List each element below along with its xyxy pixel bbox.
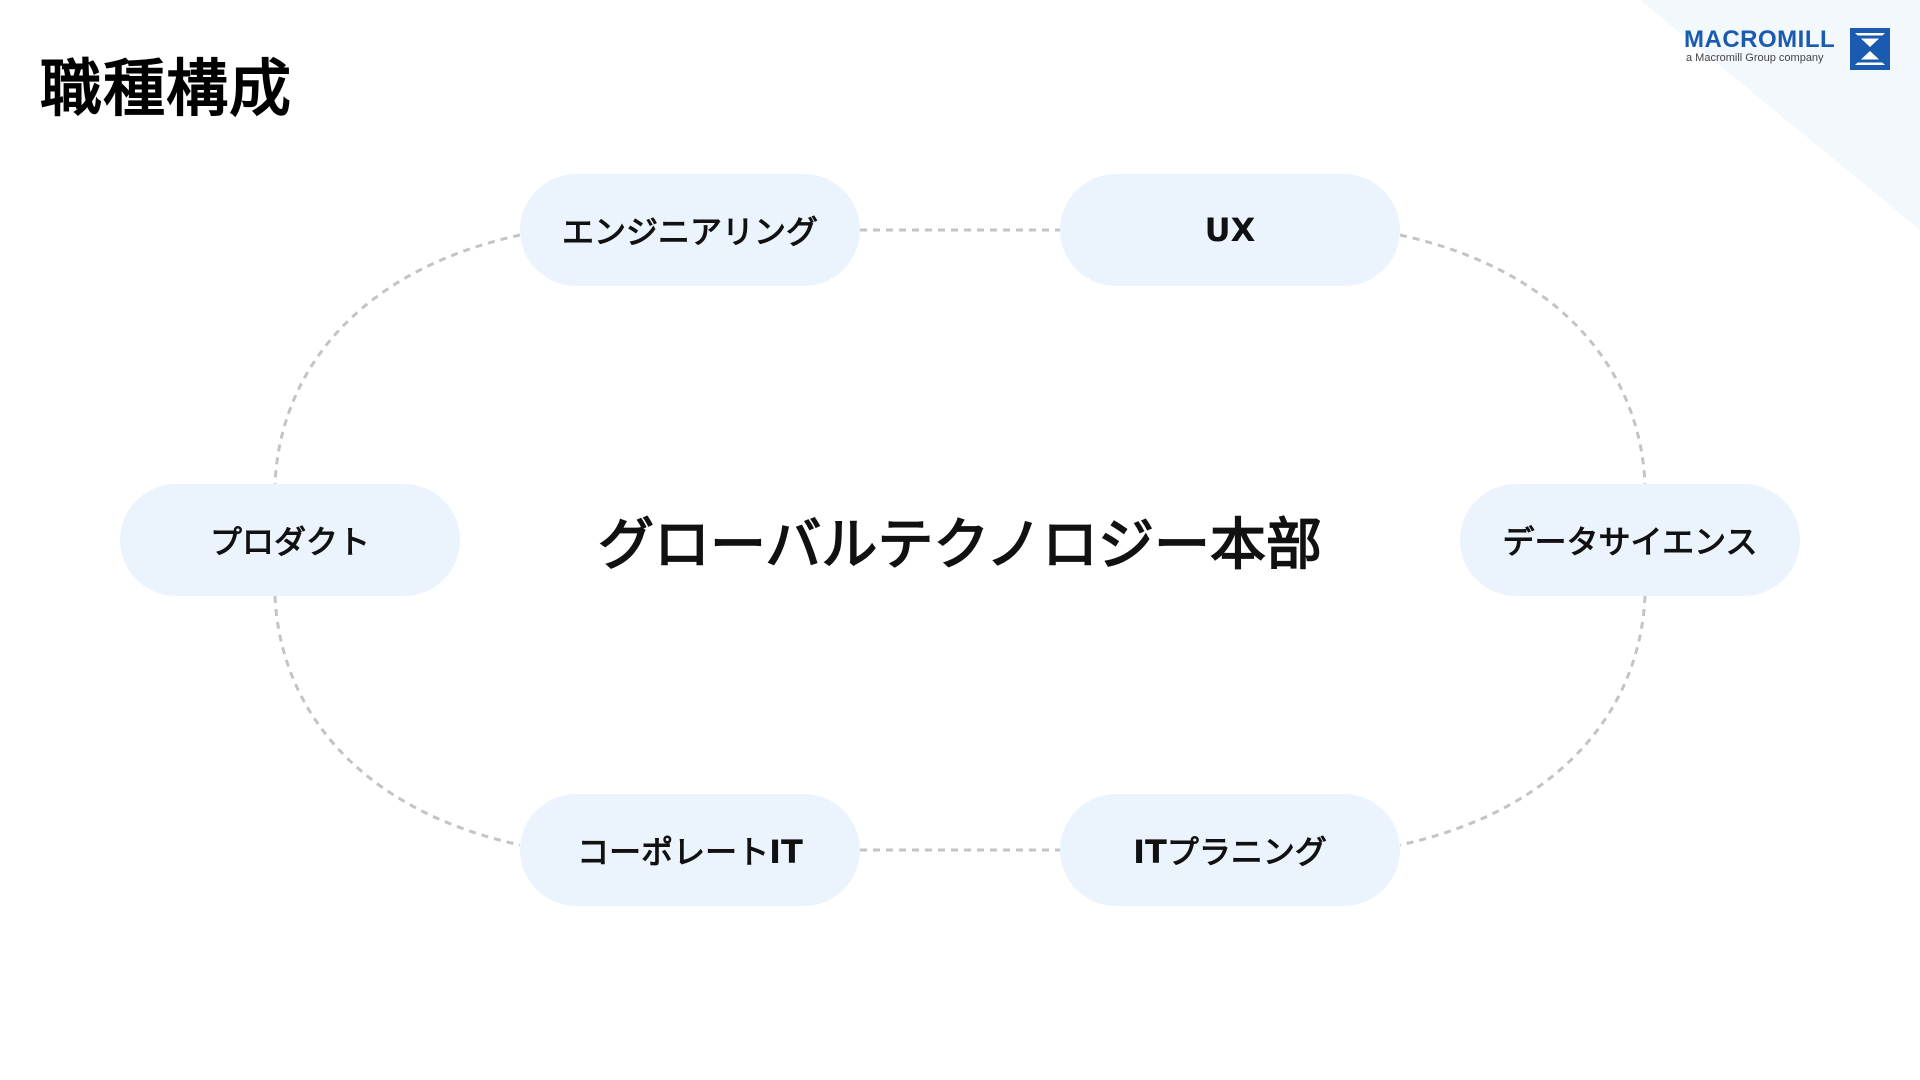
node-corporate-it: コーポレートIT (520, 794, 860, 906)
connector-left-lower (273, 595, 521, 847)
logo-mark-icon (1850, 28, 1890, 70)
logo-tagline: a Macromill Group company (1686, 52, 1824, 64)
connector-right-upper (1399, 233, 1647, 485)
logo-wordmark: MACROMILL (1684, 26, 1836, 53)
node-data-science: データサイエンス (1460, 484, 1800, 596)
center-label: グローバルテクノロジー本部 (597, 512, 1323, 578)
connector-right-lower (1399, 595, 1647, 847)
macromill-logo: MACROMILL a Macromill Group company (1684, 28, 1894, 72)
node-product: プロダクト (120, 484, 460, 596)
node-it-planning: ITプラニング (1060, 794, 1400, 906)
page-title: 職種構成 (40, 52, 293, 125)
node-engineering: エンジニアリング (520, 174, 860, 286)
connector-left-upper (273, 233, 521, 485)
node-ux: UX (1060, 174, 1400, 286)
